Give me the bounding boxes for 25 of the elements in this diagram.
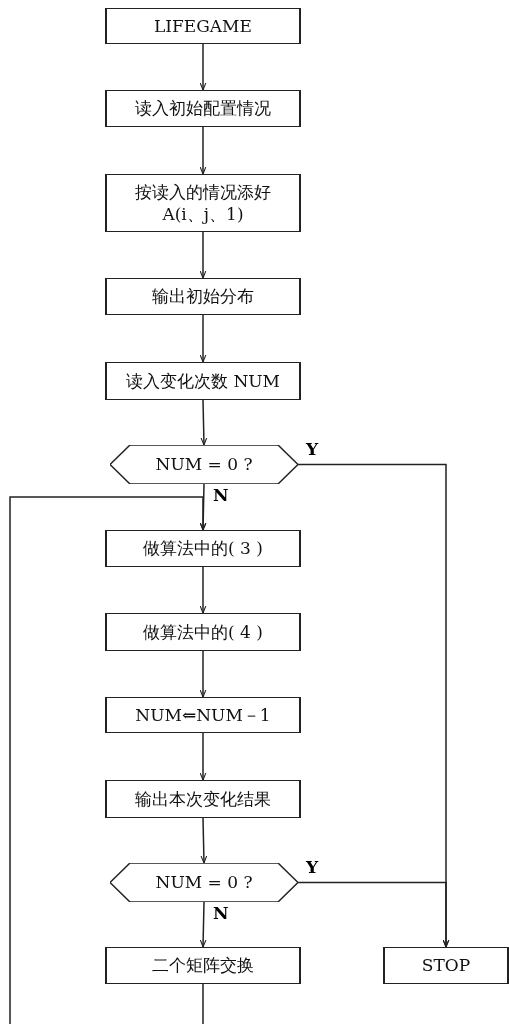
start-box: LIFEGAME (105, 8, 301, 44)
arrow (199, 126, 207, 175)
arrow (9, 496, 207, 1024)
arrow (199, 901, 207, 948)
process-box: 输出初始分布 (105, 278, 301, 315)
arrow (199, 566, 207, 614)
process-box: 输出本次变化结果 (105, 780, 301, 818)
process-box: 按读入的情况添好 A(i、j、1) (105, 174, 301, 232)
arrow (199, 231, 207, 279)
end-box: STOP (383, 947, 509, 984)
process-box: 二个矩阵交换 (105, 947, 301, 984)
arrow (297, 881, 450, 948)
arrow (199, 314, 207, 363)
process-box: 读入变化次数 NUM (105, 362, 301, 400)
arrow (199, 732, 207, 781)
arrow (200, 817, 208, 864)
process-box: 读入初始配置情况 (105, 90, 301, 127)
arrow (200, 399, 208, 446)
process-box: NUM⇐NUM－1 (105, 697, 301, 733)
arrow (199, 43, 207, 91)
decision-hexagon: NUM = 0 ? (110, 445, 298, 484)
process-box: 做算法中的( 3 ) (105, 530, 301, 567)
process-box: 做算法中的( 4 ) (105, 613, 301, 651)
arrow (199, 650, 207, 698)
decision-hexagon: NUM = 0 ? (110, 863, 298, 902)
